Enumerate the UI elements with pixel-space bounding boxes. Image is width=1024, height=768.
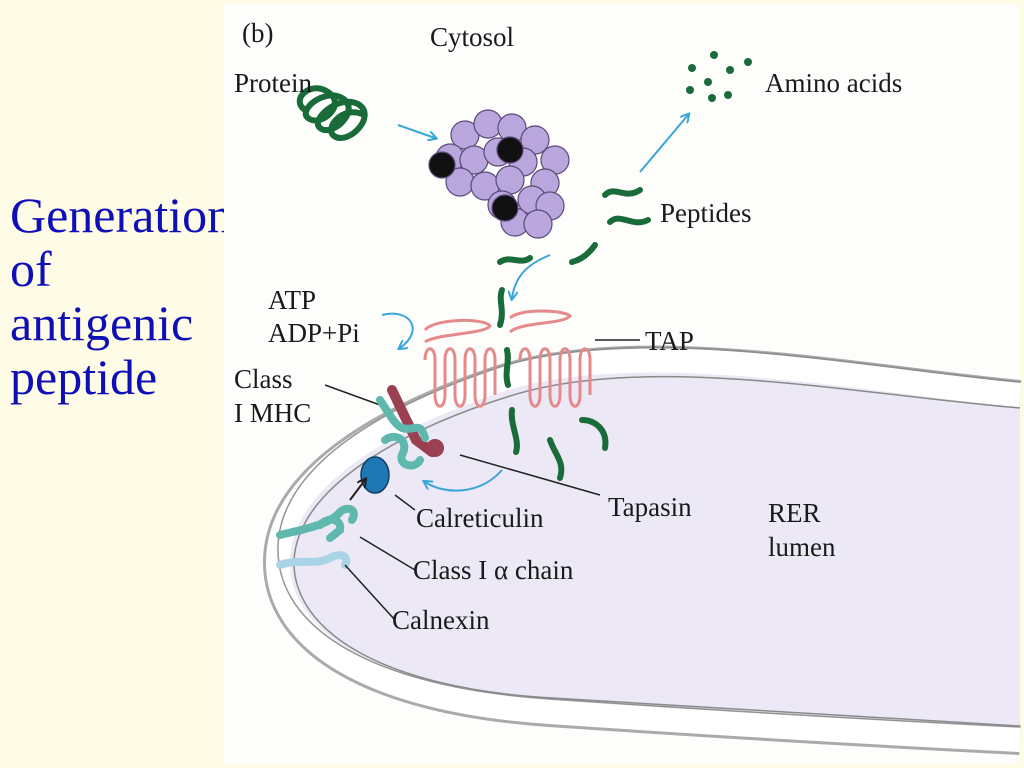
tapasin-head bbox=[426, 439, 444, 457]
alpha-chain-label: Class I α chain bbox=[413, 555, 574, 585]
mhc-label-line bbox=[324, 384, 381, 406]
tap-label: TAP bbox=[645, 326, 694, 356]
class-mhc-label-line2: I MHC bbox=[234, 398, 312, 428]
slide-title-line-2: of bbox=[10, 241, 52, 297]
peptides-to-tap-arrow bbox=[512, 254, 551, 298]
amino-acids-label: Amino acids bbox=[765, 68, 903, 98]
protein-coil bbox=[296, 85, 368, 141]
alpha-chain-label-line bbox=[359, 536, 416, 571]
tapasin-label: Tapasin bbox=[608, 492, 692, 522]
peptides-label: Peptides bbox=[660, 198, 752, 228]
cytosol-label: Cytosol bbox=[430, 22, 515, 52]
peptide-loading-arrow bbox=[425, 469, 503, 492]
protein-label: Protein bbox=[234, 68, 312, 98]
atp-label: ATP bbox=[268, 285, 317, 315]
peptides-to-amino-acids-arrow bbox=[639, 115, 688, 173]
panel-label: (b) bbox=[242, 18, 274, 48]
adp-pi-label: ADP+Pi bbox=[268, 318, 360, 348]
lumen-label: lumen bbox=[768, 532, 836, 562]
slide-title: Generation of antigenic peptide bbox=[10, 188, 232, 404]
tapasin-label-line bbox=[459, 454, 601, 496]
calnexin-label: Calnexin bbox=[392, 605, 490, 635]
calnexin-label-line bbox=[344, 564, 396, 621]
protein-to-proteasome-arrow bbox=[397, 124, 435, 138]
peptide-fragments bbox=[497, 187, 651, 481]
class-mhc-label-line1: Class bbox=[234, 364, 293, 394]
amino-acid-dots bbox=[686, 51, 752, 102]
class-i-mhc-complex bbox=[276, 396, 429, 542]
calreticulin-label-line bbox=[394, 494, 416, 511]
assembly-arrow bbox=[349, 480, 365, 501]
antigen-processing-diagram: (b) Cytosol Protein Amino acids Peptides… bbox=[220, 0, 1024, 768]
tap-transporter bbox=[423, 309, 592, 408]
proteasome bbox=[428, 109, 570, 239]
atp-hydrolysis-arrow bbox=[381, 312, 414, 348]
slide-title-line-4: peptide bbox=[10, 349, 158, 405]
diagram-canvas bbox=[224, 4, 1022, 764]
calreticulin-label: Calreticulin bbox=[416, 503, 544, 533]
calreticulin-protein bbox=[360, 456, 390, 494]
calnexin-protein bbox=[276, 551, 351, 569]
slide-title-line-3: antigenic bbox=[10, 295, 194, 351]
rer-label: RER bbox=[768, 498, 821, 528]
slide-title-line-1: Generation bbox=[10, 187, 233, 243]
